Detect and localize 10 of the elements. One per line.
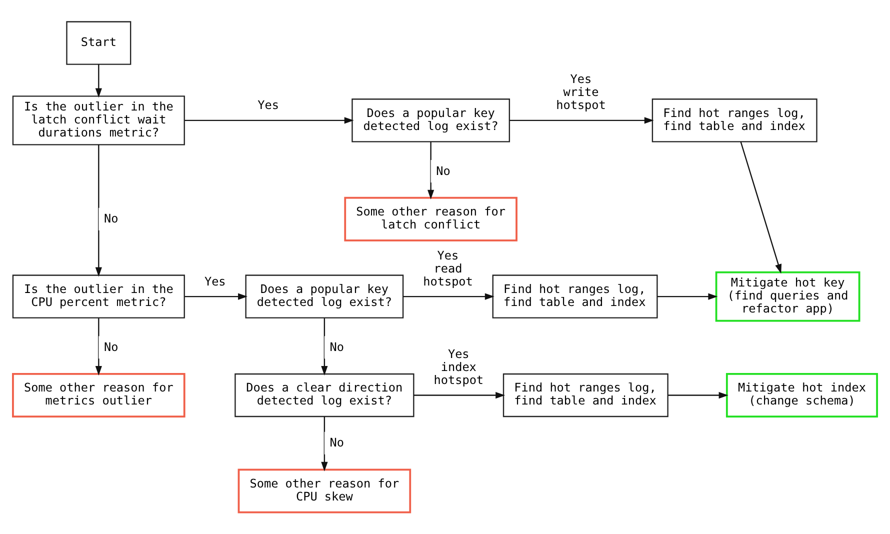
edge-label: No (104, 212, 118, 226)
edge-label: Yes index hotspot (434, 347, 484, 388)
edge-label: Yes read hotspot (423, 248, 473, 288)
edge-label: Yes (258, 98, 279, 112)
edge-label: Yes (204, 274, 226, 288)
edge-label: No (330, 436, 344, 450)
edge-label: No (330, 340, 344, 354)
edge-label: No (104, 340, 118, 354)
edge-label: No (436, 164, 450, 178)
edge-label: Yes write hotspot (556, 72, 606, 112)
